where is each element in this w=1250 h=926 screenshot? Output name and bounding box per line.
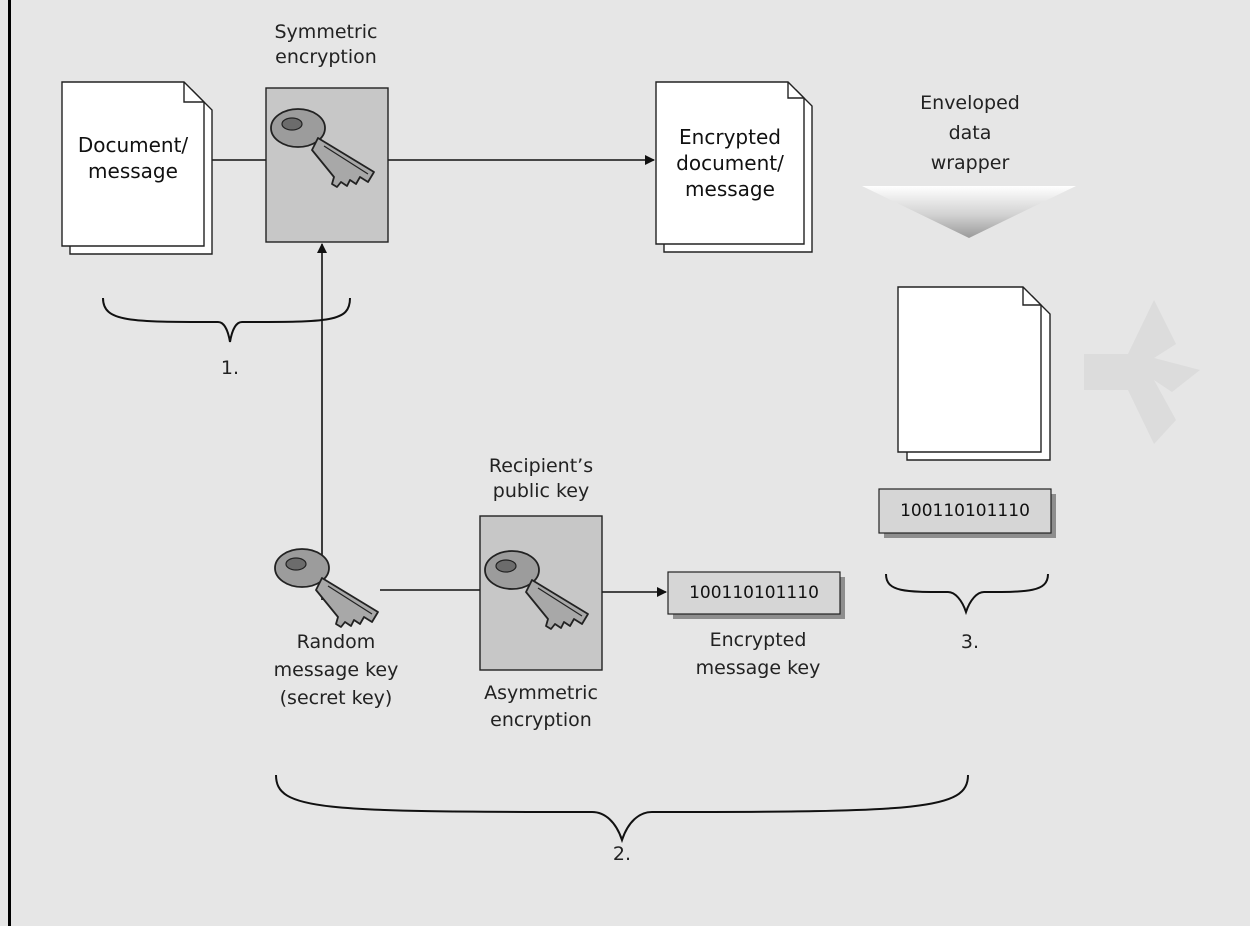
watermark-emblem [1084,300,1200,444]
document-label-line2: message [88,159,178,183]
encrypted-key-label-line2: message key [695,657,821,679]
random-key-label-line3: (secret key) [279,687,393,709]
enveloped-label-line2: data [948,122,992,144]
encrypted-document-label-line3: message [685,177,775,201]
encrypted-key-box [667,571,841,615]
document-icon [61,81,213,255]
brace-2-label: 2. [612,843,632,865]
asymmetric-encryption-label: Asymmetric encryption [454,680,628,734]
wrapper-bits-box [878,488,1052,534]
document-label-line1: Document/ [77,133,189,157]
asymmetric-label-line1: Asymmetric [484,682,598,704]
encrypted-document-icon [655,81,813,253]
symmetric-encryption-label: Symmetric encryption [240,20,412,70]
wrapper-funnel [862,186,1076,238]
enveloped-data-wrapper-label: Enveloped data wrapper [880,88,1060,178]
enveloped-label-line1: Enveloped [920,92,1020,114]
random-key-icon [274,548,379,628]
document-label: Document/ message [62,132,204,184]
recipient-public-key-label: Recipient’s public key [460,454,622,504]
enveloped-label-line3: wrapper [930,152,1010,174]
brace-1 [102,297,351,343]
wrapper-document-icon [897,286,1051,461]
random-key-label-line2: message key [273,659,399,681]
encrypted-key-label-line1: Encrypted [709,629,807,651]
brace-3-label: 3. [960,631,980,653]
left-border [8,0,11,926]
encrypted-document-label-line2: document/ [676,151,784,175]
wrapper-bits: 100110101110 [900,501,1030,521]
recipient-label-line2: public key [492,480,590,502]
encrypted-message-key-label: Encrypted message key [670,626,846,682]
brace-3 [885,573,1049,616]
brace-2 [275,774,969,844]
asymmetric-label-line2: encryption [490,709,592,731]
symmetric-label-line1: Symmetric [274,21,378,43]
recipient-label-line1: Recipient’s [488,455,594,477]
random-key-label-line1: Random [296,631,376,653]
encrypted-key-bits: 100110101110 [689,583,819,603]
random-message-key-label: Random message key (secret key) [256,628,416,712]
encrypted-document-label: Encrypted document/ message [656,124,804,202]
brace-1-label: 1. [220,357,240,379]
symmetric-label-line2: encryption [275,46,377,68]
encrypted-document-label-line1: Encrypted [679,125,781,149]
